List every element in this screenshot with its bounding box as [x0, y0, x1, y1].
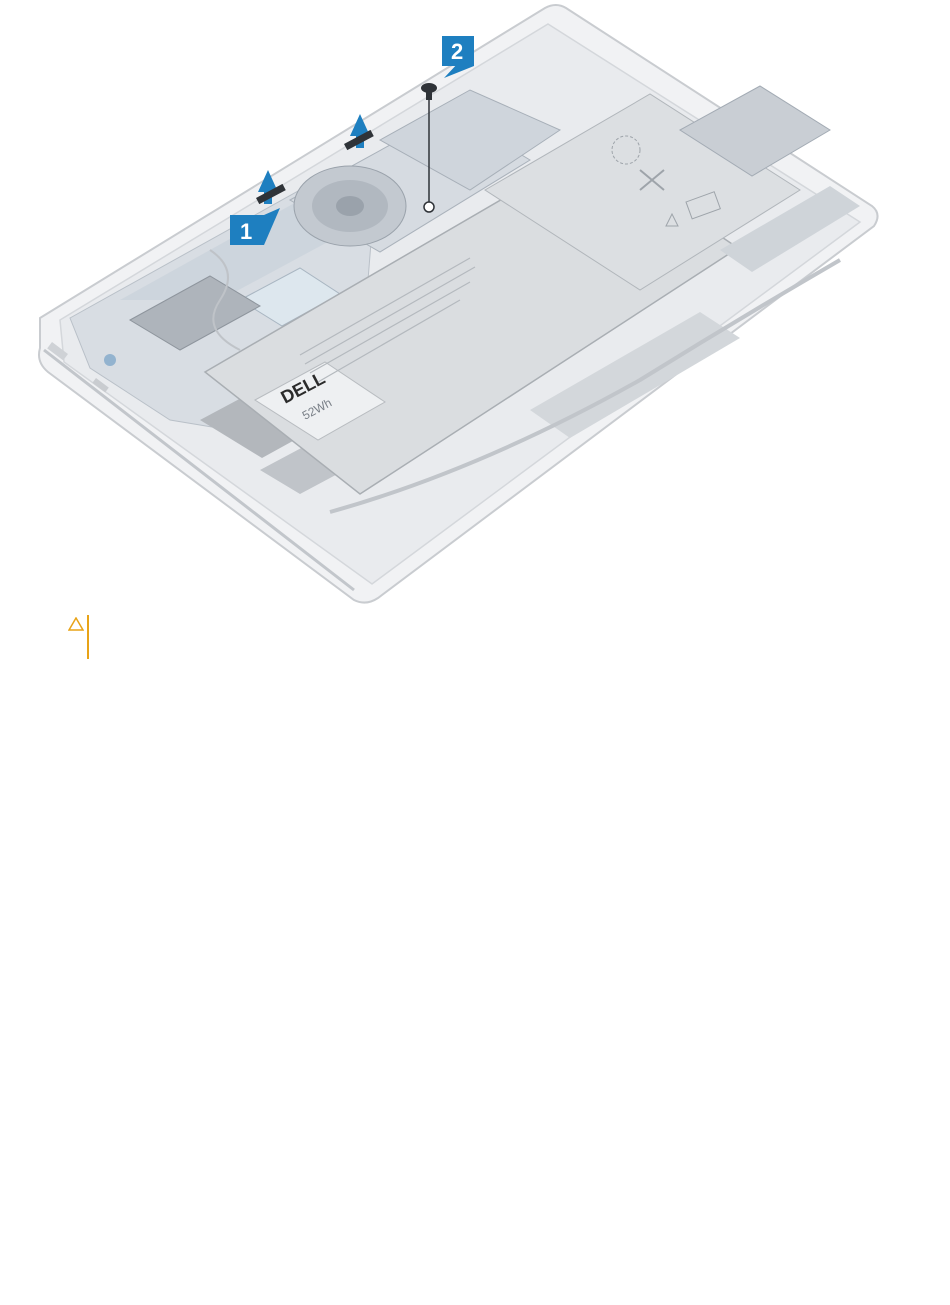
caution-bar	[87, 615, 89, 659]
caution-note	[60, 615, 100, 661]
callout-1-label: 1	[240, 219, 252, 244]
caution-icon	[68, 617, 84, 631]
callout-2-label: 2	[451, 39, 463, 64]
battery-removal-illustration: DELL 52Wh	[0, 0, 950, 610]
